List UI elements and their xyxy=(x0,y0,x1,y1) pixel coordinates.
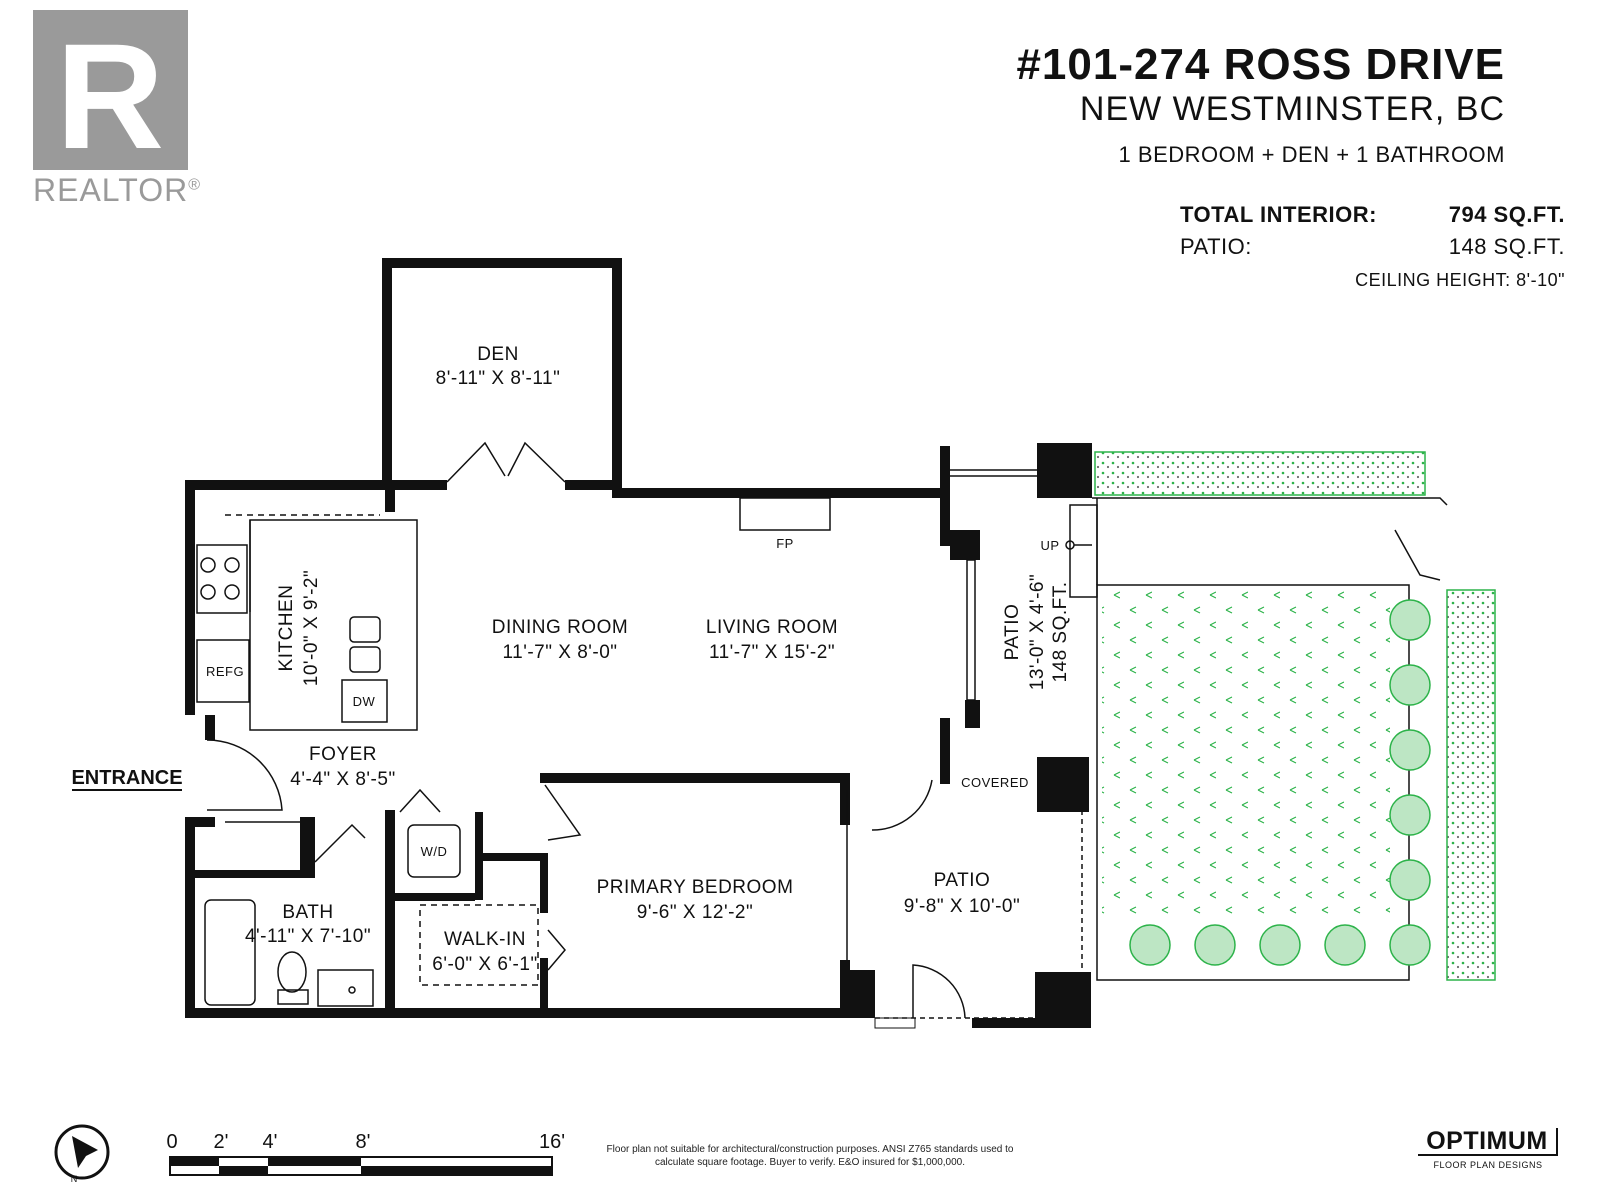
fixture-labels: FP REFG DW W/D UP COVERED xyxy=(206,536,1059,859)
dishwasher-label: DW xyxy=(353,694,376,709)
bath-size: 4'-11" X 7'-10" xyxy=(245,926,371,947)
scale-label-16: 16' xyxy=(539,1131,565,1153)
realtor-logo: R xyxy=(33,10,188,180)
fridge-label: REFG xyxy=(206,664,244,679)
washer-dryer-label: W/D xyxy=(421,844,448,859)
kitchen-label: KITCHEN xyxy=(276,585,297,672)
side-patio-label: PATIO xyxy=(1002,604,1023,661)
patio-area-row: PATIO: 148 SQ.FT. xyxy=(1180,234,1565,260)
total-interior-row: TOTAL INTERIOR: 794 SQ.FT. xyxy=(1180,202,1565,228)
total-interior-label: TOTAL INTERIOR: xyxy=(1180,202,1377,227)
side-patio-area: 148 SQ.FT. xyxy=(1050,581,1071,682)
primary-bedroom-size: 9'-6" X 12'-2" xyxy=(637,902,753,923)
brand-logo: OPTIMUM FLOOR PLAN DESIGNS xyxy=(1418,1128,1558,1170)
foyer-size: 4'-4" X 8'-5" xyxy=(290,769,395,790)
den-size: 8'-11" X 8'-11" xyxy=(436,368,561,389)
room-labels: DEN 8'-11" X 8'-11" DINING ROOM 11'-7" X… xyxy=(245,344,1071,975)
entrance-label: ENTRANCE xyxy=(71,767,182,789)
patio-area-label: PATIO: xyxy=(1180,234,1252,259)
listing-summary: 1 BEDROOM + DEN + 1 BATHROOM xyxy=(1118,142,1505,167)
walk-in-label: WALK-IN xyxy=(444,929,526,950)
realtor-logo-text: REALTOR® xyxy=(33,172,201,209)
scale-label-0: 0 xyxy=(166,1131,177,1153)
realtor-word: REALTOR xyxy=(33,172,189,208)
scale-label-8: 8' xyxy=(356,1131,371,1153)
brand-tagline: FLOOR PLAN DESIGNS xyxy=(1433,1160,1543,1170)
patio-area-value: 148 SQ.FT. xyxy=(1448,234,1565,259)
walls xyxy=(185,258,1092,1029)
scale-label-2: 2' xyxy=(214,1131,229,1153)
patio-label: PATIO xyxy=(934,870,991,891)
den-label: DEN xyxy=(477,344,519,365)
covered-label: COVERED xyxy=(961,775,1029,790)
living-room-size: 11'-7" X 15'-2" xyxy=(709,642,835,663)
side-patio-size: 13'-0" X 4'-6" xyxy=(1027,574,1048,690)
primary-bedroom-label: PRIMARY BEDROOM xyxy=(597,877,794,898)
patio-greenery xyxy=(1094,451,1496,981)
scale-label-4: 4' xyxy=(263,1131,278,1153)
bath-label: BATH xyxy=(282,902,333,923)
foyer-label: FOYER xyxy=(309,744,377,765)
living-room-label: LIVING ROOM xyxy=(706,617,838,638)
walk-in-size: 6'-0" X 6'-1" xyxy=(432,954,537,975)
listing-address: #101-274 ROSS DRIVE xyxy=(1016,40,1505,89)
registered-mark: ® xyxy=(188,176,201,194)
kitchen-size: 10'-0" X 9'-2" xyxy=(301,570,322,686)
scale-bar: 0 2' 4' 8' 16' xyxy=(166,1131,565,1176)
dining-room-size: 11'-7" X 8'-0" xyxy=(502,642,617,663)
brand-name: OPTIMUM xyxy=(1418,1128,1558,1156)
dining-room-label: DINING ROOM xyxy=(492,617,628,638)
total-interior-value: 794 SQ.FT. xyxy=(1448,202,1565,227)
disclaimer-text: Floor plan not suitable for architectura… xyxy=(606,1144,1014,1168)
compass-north-label: N xyxy=(71,1174,78,1184)
plan-details xyxy=(196,441,1448,1019)
fireplace-label: FP xyxy=(776,536,794,551)
listing-city: NEW WESTMINSTER, BC xyxy=(1079,90,1505,128)
stairs-up-label: UP xyxy=(1040,538,1059,553)
ceiling-height: CEILING HEIGHT: 8'-10" xyxy=(1355,270,1565,290)
compass-icon: N xyxy=(54,1124,110,1184)
patio-size: 9'-8" X 10'-0" xyxy=(904,896,1020,917)
realtor-logo-letter: R xyxy=(56,12,164,180)
